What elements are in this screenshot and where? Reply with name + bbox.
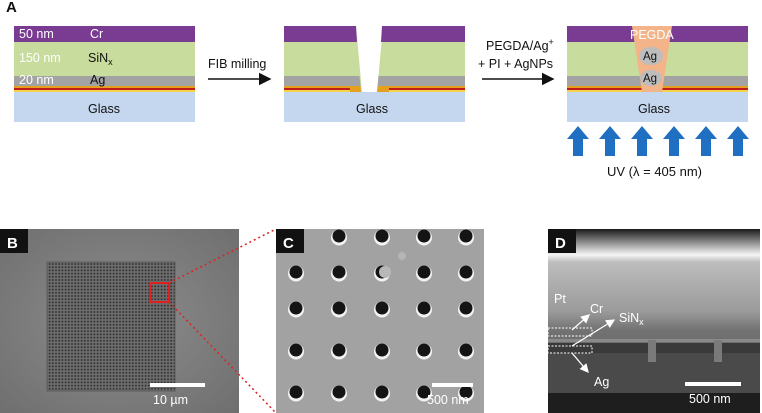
nanohole	[332, 265, 346, 279]
nanohole	[332, 229, 346, 243]
zoom-region-box	[149, 282, 170, 303]
uv-arrow-icon	[663, 126, 685, 156]
cr-label-d: Cr	[590, 302, 603, 316]
uv-arrow-icon	[727, 126, 749, 156]
ag-box	[547, 345, 593, 354]
nanohole	[332, 301, 346, 315]
hole-cross-section-2	[714, 340, 722, 362]
cr-name-label: Cr	[90, 27, 103, 41]
scale-bar-d-label: 500 nm	[689, 392, 731, 406]
uv-label: UV (λ = 405 nm)	[607, 164, 702, 179]
pegda-ag-label: PEGDA/Ag+	[486, 37, 554, 53]
ag-pointer	[571, 352, 589, 373]
ag-thickness-label: 20 nm	[19, 73, 54, 87]
cr-pointer	[571, 314, 590, 331]
ag-label-d: Ag	[594, 375, 609, 389]
ag-nanoparticle-upper	[639, 47, 663, 65]
sem-image-b: 10 µm B	[0, 229, 239, 413]
glass-name-label-3: Glass	[638, 102, 670, 116]
nanohole	[375, 229, 389, 243]
uv-arrows	[567, 126, 749, 156]
nanohole	[417, 301, 431, 315]
glass-name-label-2: Glass	[356, 102, 388, 116]
nanohole	[417, 229, 431, 243]
nanohole	[459, 385, 473, 399]
glass-layer	[14, 92, 195, 122]
stack-milled: Glass	[284, 26, 465, 122]
sinx-pointer	[571, 319, 616, 347]
sem-image-d: Pt Cr SiNx Ag 500 nm D	[547, 229, 760, 413]
panel-c-label: C	[283, 235, 294, 252]
debris-particle	[379, 266, 391, 278]
cr-layer	[14, 26, 195, 42]
stack-initial: 50 nm Cr 150 nm SiNx 20 nm Ag Glass	[14, 26, 195, 122]
nanohole	[375, 301, 389, 315]
scale-bar-c-label: 500 nm	[427, 393, 469, 407]
pegda-label: PEGDA	[630, 28, 674, 42]
uv-arrow-icon	[695, 126, 717, 156]
nanohole	[289, 265, 303, 279]
scale-bar-b-label: 10 µm	[153, 393, 188, 407]
ag-nanoparticle-lower	[640, 70, 662, 86]
uv-arrow-icon	[567, 126, 589, 156]
sinx-label-d: SiNx	[619, 311, 644, 327]
nanohole	[375, 385, 389, 399]
nanohole	[417, 265, 431, 279]
ag-lower-label: Ag	[643, 73, 657, 85]
cr-thickness-label: 50 nm	[19, 27, 54, 41]
sinx-layer	[14, 42, 195, 76]
fib-milling-label: FIB milling	[208, 57, 266, 71]
pi-agnps-label: + PI + AgNPs	[478, 57, 553, 71]
sinx-name-label: SiNx	[88, 51, 113, 67]
nanohole	[289, 343, 303, 357]
nanohole	[289, 385, 303, 399]
nanohole	[459, 301, 473, 315]
nanohole	[375, 343, 389, 357]
nanohole	[289, 301, 303, 315]
glass-name-label: Glass	[88, 102, 120, 116]
pt-label: Pt	[554, 292, 566, 306]
panel-d-label: D	[555, 235, 566, 252]
cr-sin-box	[547, 327, 593, 337]
ag-name-label: Ag	[90, 73, 105, 87]
hole-cross-section-1	[648, 340, 656, 362]
nanohole	[459, 229, 473, 243]
zoom-line-bottom	[168, 301, 277, 413]
nanohole	[417, 385, 431, 399]
ag-layer	[14, 76, 195, 86]
sinx-thickness-label: 150 nm	[19, 51, 61, 65]
nanohole	[459, 265, 473, 279]
nanohole	[332, 343, 346, 357]
panel-b-label: B	[7, 235, 18, 252]
sem-image-c: 500 nm C	[276, 229, 484, 413]
panel-a-label: A	[6, 0, 17, 16]
nanohole	[417, 343, 431, 357]
uv-arrow-icon	[599, 126, 621, 156]
nanohole	[459, 343, 473, 357]
nanohole-array	[47, 262, 175, 391]
stack-filled: PEGDA Ag Ag Glass	[567, 26, 748, 122]
uv-arrow-icon	[631, 126, 653, 156]
ag-upper-label: Ag	[643, 51, 657, 63]
nanohole	[332, 385, 346, 399]
